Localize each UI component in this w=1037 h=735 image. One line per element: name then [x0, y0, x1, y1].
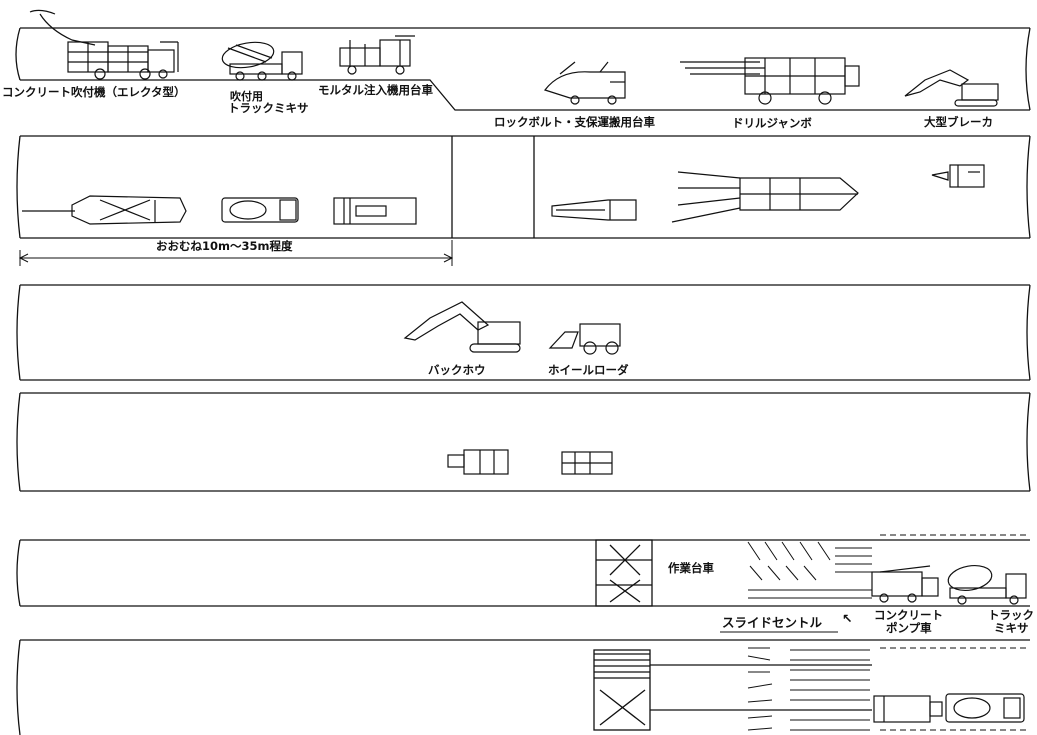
rockbolt-cart-icon: [544, 61, 626, 105]
section-5-lining-side: [16, 539, 1030, 607]
truck-mixer-label-2: ミキサ: [994, 621, 1029, 635]
distance-label: おおむね10m～35m程度: [156, 239, 293, 253]
slide-central-plan-hatch: [747, 647, 1030, 731]
slide-central-label: スライドセントル: [722, 615, 823, 630]
shotcrete-truck-label-2: トラックミキサ: [228, 101, 309, 115]
drill-jumbo-plan-icon: [671, 171, 859, 223]
shotcrete-machine-label: コンクリート吹付機（エレクタ型）: [2, 85, 186, 99]
section-2-plan-view: [16, 135, 1031, 239]
mortar-injection-cart-icon: [339, 35, 415, 75]
section-6-lining-plan: [16, 639, 1030, 735]
wheel-loader-label: ホイールローダ: [548, 363, 629, 377]
mortar-cart-label: モルタル注入機用台車: [318, 83, 433, 97]
backhoe-label: バックホウ: [428, 363, 486, 377]
wheel-loader-icon: [548, 323, 621, 355]
distance-arrow: [18, 240, 454, 266]
rockbolt-cart-plan-icon: [551, 199, 637, 221]
concrete-pump-label-1: コンクリート: [874, 608, 943, 622]
truck-mixer-lining-icon: [947, 564, 1027, 605]
backhoe-plan-icon: [447, 449, 509, 475]
large-breaker-label: 大型ブレーカ: [924, 115, 993, 129]
truck-mixer-icon: [221, 41, 303, 81]
mortar-cart-plan-icon: [333, 197, 417, 225]
drill-jumbo-icon: [680, 57, 860, 105]
section-3-mucking-side: [16, 284, 1031, 381]
large-breaker-icon: [904, 69, 999, 107]
shotcrete-machine-icon: [29, 9, 179, 80]
large-breaker-plan-icon: [931, 164, 985, 188]
concrete-pump-plan-icon: [873, 695, 943, 723]
truck-mixer-label-1: トラック: [988, 608, 1034, 622]
shotcrete-machine-plan-icon: [22, 195, 187, 225]
slide-central-hatch: [747, 534, 1030, 599]
drill-jumbo-label: ドリルジャンボ: [732, 116, 812, 130]
concrete-pump-truck-icon: [871, 565, 939, 603]
shotcrete-truck-label-1: 吹付用: [230, 90, 263, 103]
truck-mixer-plan-lining-icon: [945, 693, 1025, 723]
wheel-loader-plan-icon: [561, 451, 613, 475]
work-cart-label: 作業台車: [668, 561, 714, 575]
truck-mixer-plan-icon: [221, 197, 299, 223]
section-1-side-view: [15, 27, 1031, 111]
slide-central-arrow: ↖: [842, 611, 853, 626]
rockbolt-cart-label: ロックボルト・支保運搬用台車: [494, 115, 655, 129]
backhoe-icon: [403, 301, 521, 353]
concrete-pump-label-2: ポンプ車: [886, 621, 932, 635]
section-4-mucking-plan: [16, 392, 1031, 492]
